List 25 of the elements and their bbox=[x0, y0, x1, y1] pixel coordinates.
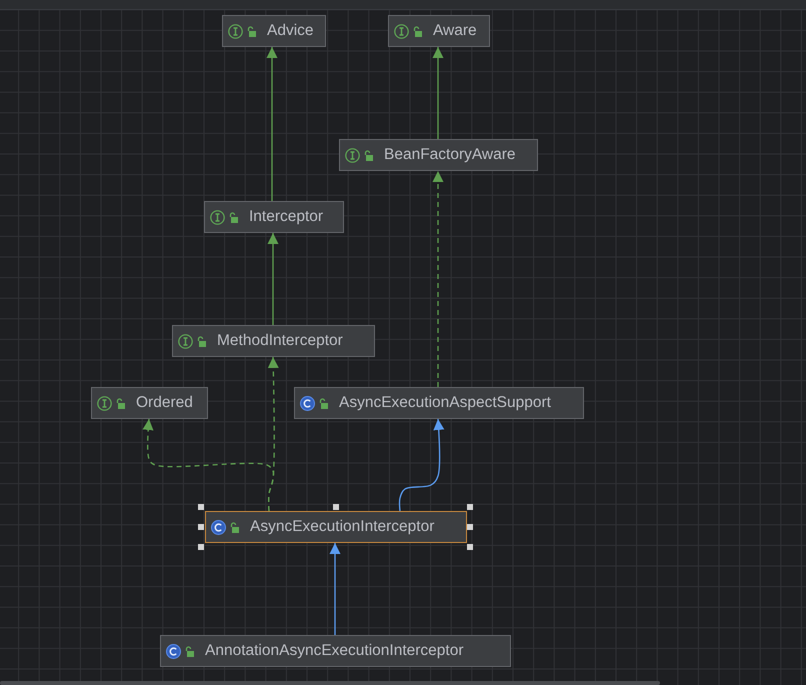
type-name: AsyncExecutionInterceptor bbox=[250, 518, 434, 536]
interface-box bbox=[172, 325, 375, 357]
interface-box bbox=[388, 15, 490, 47]
inheritance-arrow bbox=[398, 418, 444, 512]
inheritance-arrow bbox=[432, 47, 444, 139]
interface-box bbox=[204, 201, 344, 233]
interface-box bbox=[91, 387, 208, 419]
interface-box bbox=[222, 15, 326, 47]
inheritance-arrow bbox=[432, 171, 444, 387]
class-box bbox=[160, 635, 511, 667]
type-name: AsyncExecutionAspectSupport bbox=[339, 394, 551, 412]
class-box bbox=[205, 511, 467, 543]
type-name: Interceptor bbox=[249, 208, 324, 226]
class-box bbox=[294, 387, 584, 419]
type-name: Aware bbox=[433, 22, 477, 40]
type-name: BeanFactoryAware bbox=[384, 146, 516, 164]
type-name: Ordered bbox=[136, 394, 193, 412]
type-name: AnnotationAsyncExecutionInterceptor bbox=[205, 642, 464, 660]
type-name: MethodInterceptor bbox=[217, 332, 343, 350]
inheritance-arrow bbox=[268, 233, 278, 325]
inheritance-arrow bbox=[330, 543, 340, 635]
inheritance-arrow bbox=[266, 47, 278, 201]
inheritance-arrow bbox=[142, 418, 274, 512]
interface-box bbox=[339, 139, 538, 171]
type-name: Advice bbox=[267, 22, 314, 40]
